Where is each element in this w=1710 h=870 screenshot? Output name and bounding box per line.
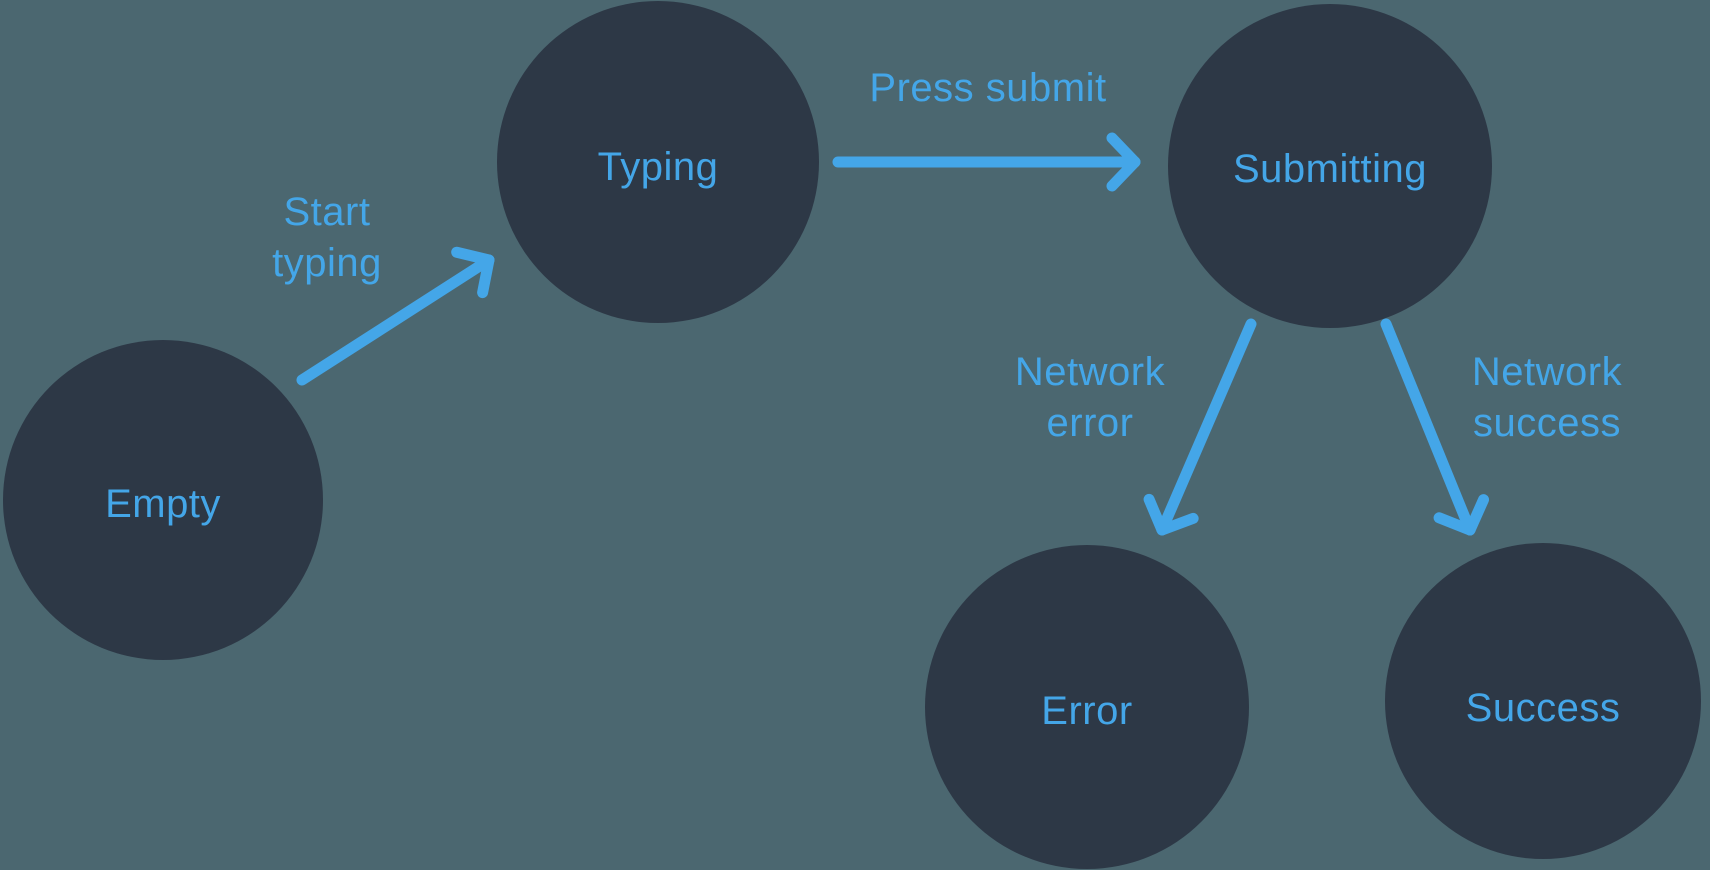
state-node-empty [3, 340, 323, 660]
state-label-error: Error [1041, 689, 1132, 733]
state-label-submitting: Submitting [1233, 147, 1427, 191]
state-node-submitting [1168, 4, 1492, 328]
edge-label-start-typing-line1: Start [284, 190, 371, 234]
edge-label-start-typing-line2: typing [272, 241, 382, 285]
state-label-success: Success [1466, 686, 1621, 730]
edge-label-network-success-line1: Network [1472, 350, 1623, 394]
edge-label-press-submit: Press submit [869, 66, 1106, 110]
state-node-error [925, 545, 1249, 869]
edge-arrow-submitting-to-error [1143, 318, 1257, 536]
edge-arrow-empty-to-typing [296, 246, 495, 386]
edge-arrow-submitting-to-success [1380, 318, 1490, 536]
state-node-success [1385, 543, 1701, 859]
state-label-typing: Typing [598, 145, 719, 189]
state-label-empty: Empty [105, 482, 221, 526]
edge-label-network-success-line2: success [1473, 401, 1621, 445]
state-node-typing [497, 1, 819, 323]
edge-label-network-error-line2: error [1047, 401, 1134, 445]
edge-label-network-error-line1: Network [1015, 350, 1166, 394]
